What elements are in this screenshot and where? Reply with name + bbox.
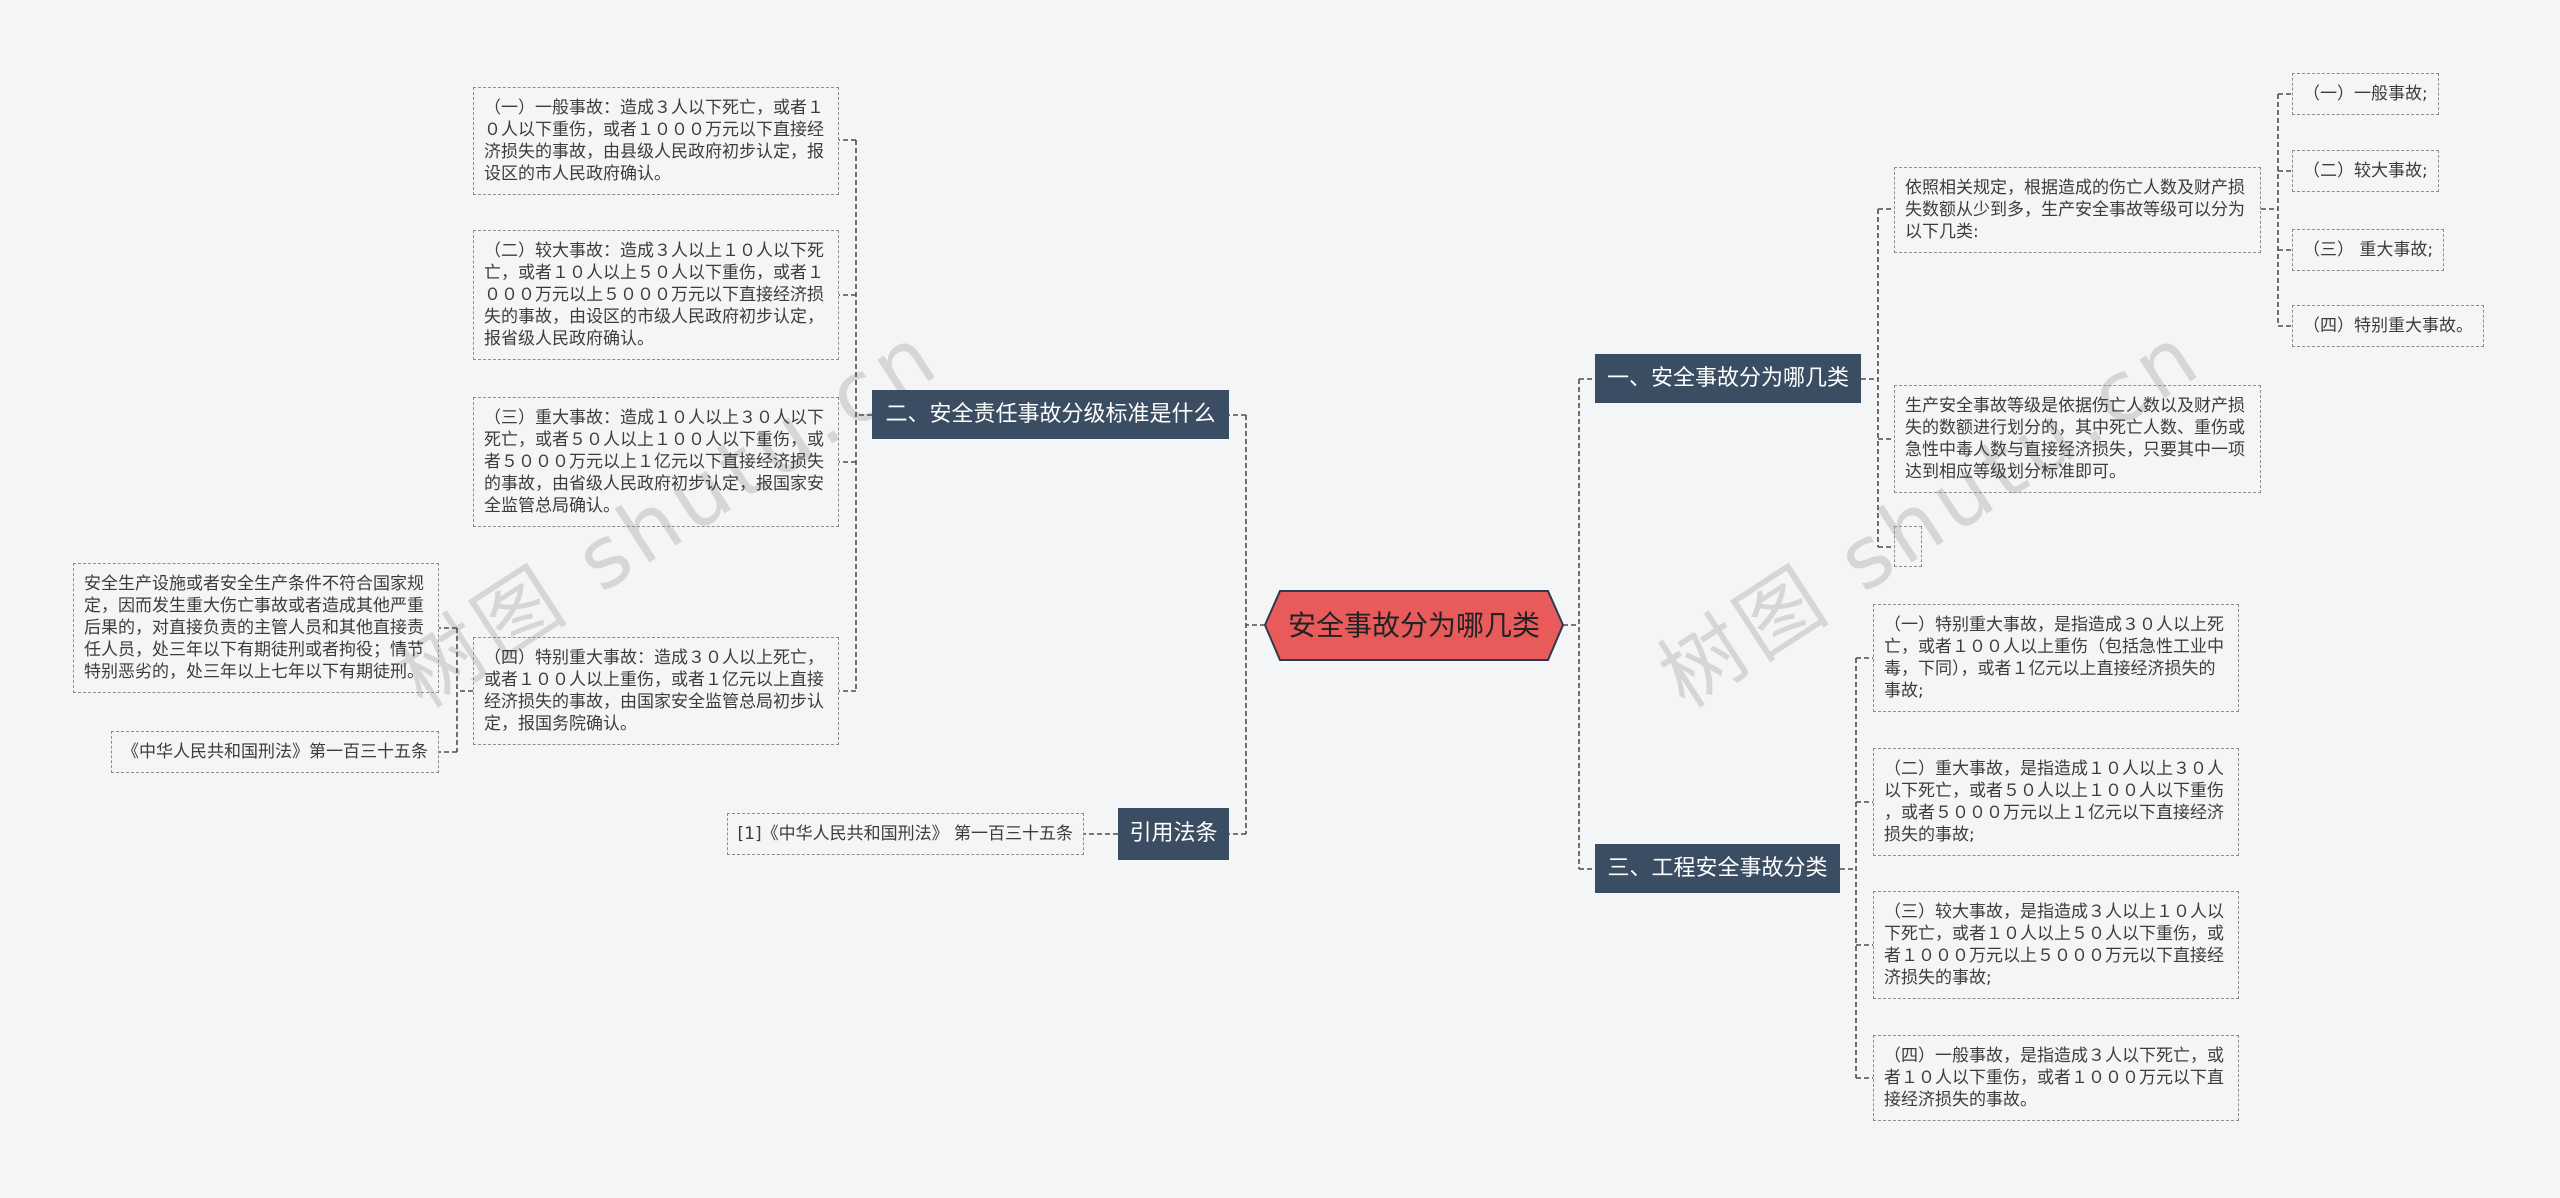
note-line: 失的数额进行划分的，其中死亡人数、重伤或 xyxy=(1905,418,2245,438)
standard-grade-larger: （二）较大事故：造成３人以上１０人以下死 亡，或者１０人以上５０人以下重伤，或者… xyxy=(473,230,839,360)
criminal-law-article-note: 《中华人民共和国刑法》第一百三十五条 xyxy=(111,731,439,773)
note-line: （三）较大事故，是指造成３人以上１０人以 xyxy=(1884,902,2224,922)
root-hexagon xyxy=(1263,590,1565,661)
note-line: （二）较大事故：造成３人以上１０人以下死 xyxy=(484,241,824,261)
note-line: 失数额从少到多，生产安全事故等级可以分为 xyxy=(1905,200,2245,220)
note-line: 损失的事故; xyxy=(1884,825,1975,845)
note-line: 接经济损失的事故。 xyxy=(1884,1090,2037,1110)
note-line: （一）一般事故：造成３人以下死亡，或者１ xyxy=(484,98,824,118)
note-line: 全监管总局确认。 xyxy=(484,496,620,516)
note-line: ０００万元以上５０００万元以下直接经济损 xyxy=(484,285,824,305)
note-line: 亡，或者１０人以上５０人以下重伤，或者１ xyxy=(484,263,824,283)
note-line: 经济损失的事故，由国家安全监管总局初步认 xyxy=(484,692,824,712)
note-line: 济损失的事故; xyxy=(1884,968,1992,988)
note-line: 以下几类: xyxy=(1905,222,1979,242)
note-line: 死亡，或者５０人以上１００人以下重伤，或 xyxy=(484,430,824,450)
note-line: （四）特别重大事故：造成３０人以上死亡， xyxy=(484,648,824,668)
note-line: 者１０００万元以上５０００万元以下直接经 xyxy=(1884,946,2224,966)
standard-grade-especially-major: （四）特别重大事故：造成３０人以上死亡， 或者１００人以上重伤，或者１亿元以上直… xyxy=(473,637,839,745)
note-line: 任人员，处三年以下有期徒刑或者拘役；情节 xyxy=(84,640,424,660)
note-line: （二）重大事故，是指造成１０人以上３０人 xyxy=(1884,759,2224,779)
note-line: 定，报国务院确认。 xyxy=(484,714,637,734)
note-line: 特别恶劣的，处三年以上七年以下有期徒刑。 xyxy=(84,662,424,682)
topic-engineering-classes: 三、工程安全事故分类 xyxy=(1595,844,1840,893)
grade-item-especially-major: （四）特别重大事故。 xyxy=(2292,305,2484,347)
note-line: 急性中毒人数与直接经济损失，只要其中一项 xyxy=(1905,440,2245,460)
topic-responsibility-standards: 二、安全责任事故分级标准是什么 xyxy=(872,390,1229,439)
note-line: 下死亡，或者１０人以上５０人以下重伤，或 xyxy=(1884,924,2224,944)
standard-grade-major: （三）重大事故：造成１０人以上３０人以下 死亡，或者５０人以上１００人以下重伤，… xyxy=(473,397,839,527)
note-line: 以下死亡，或者５０人以上１００人以下重伤 xyxy=(1884,781,2224,801)
note-line: 毒，下同），或者１亿元以上直接经济损失的 xyxy=(1884,659,2216,679)
note-line: 达到相应等级划分标准即可。 xyxy=(1905,462,2126,482)
note-line: 者１０人以下重伤，或者１０００万元以下直 xyxy=(1884,1068,2224,1088)
note-line: 失的事故，由设区的市级人民政府初步认定， xyxy=(484,307,824,327)
engineering-grade-especially-major: （一）特别重大事故，是指造成３０人以上死 亡，或者１００人以上重伤（包括急性工业… xyxy=(1873,604,2239,712)
note-line: （一）特别重大事故，是指造成３０人以上死 xyxy=(1884,615,2224,635)
grade-item-major: （三） 重大事故; xyxy=(2292,229,2445,271)
note-line: 报省级人民政府确认。 xyxy=(484,329,654,349)
root-topic: 安全事故分为哪几类 xyxy=(1287,609,1540,642)
note-line: 定，因而发生重大伤亡事故或者造成其他严重 xyxy=(84,596,424,616)
classification-rule-note: 依照相关规定，根据造成的伤亡人数及财产损 失数额从少到多，生产安全事故等级可以分… xyxy=(1894,167,2261,253)
engineering-grade-general: （四）一般事故，是指造成３人以下死亡，或 者１０人以下重伤，或者１０００万元以下… xyxy=(1873,1035,2239,1121)
note-line: 依照相关规定，根据造成的伤亡人数及财产损 xyxy=(1905,178,2245,198)
topic-accident-classes: 一、安全事故分为哪几类 xyxy=(1595,354,1861,403)
empty-note xyxy=(1894,526,1922,567)
standard-grade-general: （一）一般事故：造成３人以下死亡，或者１ ０人以下重伤，或者１０００万元以下直接… xyxy=(473,87,839,195)
note-line: 生产安全事故等级是依据伤亡人数以及财产损 xyxy=(1905,396,2245,416)
topic-cited-law: 引用法条 xyxy=(1118,808,1229,860)
note-line: 或者１００人以上重伤，或者１亿元以上直接 xyxy=(484,670,824,690)
note-line: ０人以下重伤，或者１０００万元以下直接经 xyxy=(484,120,824,140)
note-line: 亡，或者１００人以上重伤（包括急性工业中 xyxy=(1884,637,2224,657)
note-line: （三）重大事故：造成１０人以上３０人以下 xyxy=(484,408,824,428)
grade-item-general: （一）一般事故; xyxy=(2292,73,2439,115)
engineering-grade-larger: （三）较大事故，是指造成３人以上１０人以 下死亡，或者１０人以上５０人以下重伤，… xyxy=(1873,891,2239,999)
citation-item: [1]《中华人民共和国刑法》 第一百三十五条 xyxy=(726,813,1084,855)
note-line: 事故; xyxy=(1884,681,1924,701)
note-line: 的事故，由省级人民政府初步认定，报国家安 xyxy=(484,474,824,494)
engineering-grade-major: （二）重大事故，是指造成１０人以上３０人 以下死亡，或者５０人以上１００人以下重… xyxy=(1873,748,2239,856)
note-line: （四）一般事故，是指造成３人以下死亡，或 xyxy=(1884,1046,2224,1066)
note-line: ，或者５０００万元以上１亿元以下直接经济 xyxy=(1884,803,2224,823)
note-line: 者５０００万元以上１亿元以下直接经济损失 xyxy=(484,452,824,472)
note-line: 设区的市人民政府确认。 xyxy=(484,164,671,184)
note-line: 后果的，对直接负责的主管人员和其他直接责 xyxy=(84,618,424,638)
criminal-law-note: 安全生产设施或者安全生产条件不符合国家规 定，因而发生重大伤亡事故或者造成其他严… xyxy=(73,563,439,693)
classification-basis-note: 生产安全事故等级是依据伤亡人数以及财产损 失的数额进行划分的，其中死亡人数、重伤… xyxy=(1894,385,2261,493)
note-line: 济损失的事故，由县级人民政府初步认定，报 xyxy=(484,142,824,162)
grade-item-larger: （二）较大事故; xyxy=(2292,150,2439,192)
note-line: 安全生产设施或者安全生产条件不符合国家规 xyxy=(84,574,424,594)
